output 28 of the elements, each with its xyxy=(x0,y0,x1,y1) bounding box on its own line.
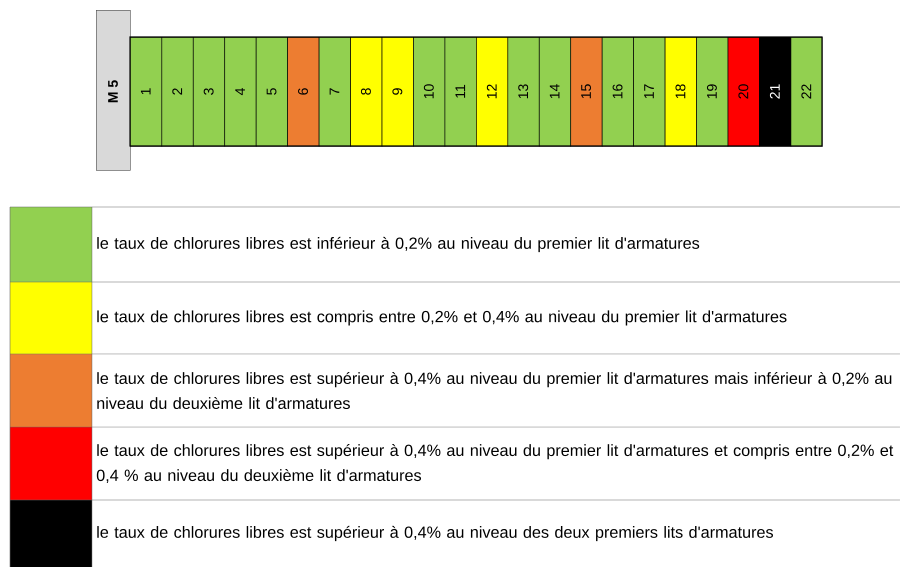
segment-cell: 18 xyxy=(664,37,697,147)
legend-text: le taux de chlorures libres est compris entre 0,2% et 0,4% au niveau du premier lit d'armatures xyxy=(97,310,786,326)
segment-cell: 7 xyxy=(318,37,351,147)
legend-text: le taux de chlorures libres est inférieur à 0,2% au niveau du premier lit d'armatures xyxy=(97,236,700,252)
segment-cell: 8 xyxy=(350,37,382,147)
segment-cell: 21 xyxy=(759,37,792,147)
segment-cell: 4 xyxy=(224,37,257,147)
segment-cell: 9 xyxy=(382,37,414,147)
legend-text: le taux de chlorures libres est supérieur à 0,4% au niveau des deux premiers lits d'armatures xyxy=(97,526,773,542)
segment-cell: 10 xyxy=(413,37,446,147)
segment-cell: 2 xyxy=(161,37,194,147)
segment-cell: 5 xyxy=(256,37,288,147)
legend-text: le taux de chlorures libres est supérieur à 0,4% au niveau du premier lit d'armatures mais inférieur à 0,2% au niveau du deuxième lit d'armatures xyxy=(97,372,892,410)
segment-cell: 14 xyxy=(538,37,572,147)
segment-cell: 11 xyxy=(444,37,477,147)
legend-text: le taux de chlorures libres est supérieur à 0,4% au niveau du premier lit d'armatures et compris entre 0,2% et 0,4 % au niveau du deuxième lit d'armatures xyxy=(96,444,894,483)
post-label: M 5 xyxy=(96,10,131,171)
segment-cell: 1 xyxy=(130,37,162,147)
segment-cell: 15 xyxy=(570,37,603,147)
segment-cell: 17 xyxy=(633,37,666,147)
segment-cell: 16 xyxy=(602,37,634,147)
segment-cell: 19 xyxy=(696,37,728,147)
segment-cell: 22 xyxy=(790,37,823,147)
segment-cell: 20 xyxy=(728,37,760,147)
segment-cell: 12 xyxy=(476,37,508,147)
segment-cell: 6 xyxy=(287,37,320,147)
segment-cell: 3 xyxy=(192,37,226,147)
segment-cell: 13 xyxy=(507,37,540,147)
